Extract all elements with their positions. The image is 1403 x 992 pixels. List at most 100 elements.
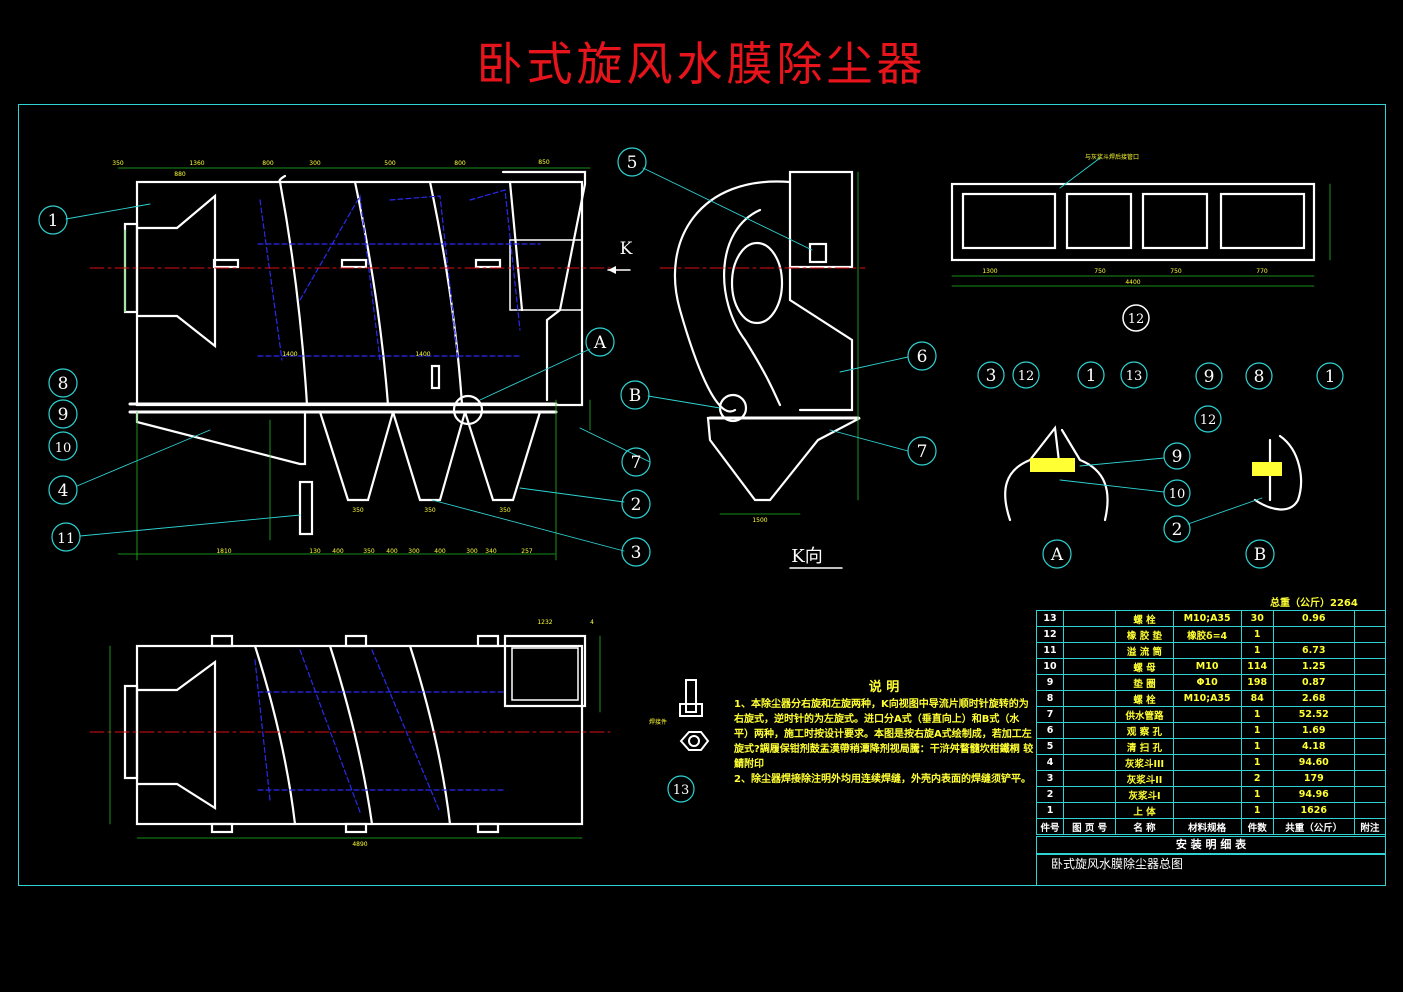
bom-header-cell: 件数 xyxy=(1240,818,1274,835)
bom-cell: 1.25 xyxy=(1272,658,1355,675)
svg-text:1360: 1360 xyxy=(189,160,204,167)
svg-text:与灰浆斗焊后接管口: 与灰浆斗焊后接管口 xyxy=(1085,153,1139,161)
bom-cell xyxy=(1062,610,1117,627)
svg-text:850: 850 xyxy=(538,159,550,166)
bom-cell: 垫 圈 xyxy=(1115,674,1174,691)
bom-cell xyxy=(1062,642,1117,659)
svg-text:300: 300 xyxy=(309,160,321,167)
note-2: 2、除尘器焊接除注明外均用连续焊缝，外壳内表面的焊缝须铲平。 xyxy=(734,774,1031,785)
callout-db-1: 1 xyxy=(1325,367,1336,387)
bom-cell xyxy=(1172,770,1242,787)
bom-cell: 4 xyxy=(1036,754,1064,771)
callout-db-9: 9 xyxy=(1204,367,1215,387)
detail-a xyxy=(1004,425,1109,522)
bom-cell: 1 xyxy=(1240,722,1274,739)
bom-cell: 84 xyxy=(1240,690,1274,707)
bom-cell: 灰浆斗I xyxy=(1115,786,1174,803)
callout-main-11: 11 xyxy=(57,531,75,547)
callout-da-1: 1 xyxy=(1086,366,1097,386)
bom-cell xyxy=(1353,642,1387,659)
callout-db-12: 12 xyxy=(1200,413,1217,428)
bom-cell: 11 xyxy=(1036,642,1064,659)
svg-text:1400: 1400 xyxy=(415,351,430,358)
bom-cell: 橡 胶 垫 xyxy=(1115,626,1174,643)
bom-cell: 6 xyxy=(1036,722,1064,739)
bom-cell: 1626 xyxy=(1272,802,1355,819)
bom-cell: 94.96 xyxy=(1272,786,1355,803)
bom-cell: 30 xyxy=(1240,610,1274,627)
bom-cell: 橡胶δ=4 xyxy=(1172,626,1242,643)
bom-cell xyxy=(1062,674,1117,691)
bom-cell xyxy=(1172,642,1242,659)
callout-db-2: 2 xyxy=(1172,520,1183,540)
bom-cell: 3 xyxy=(1036,770,1064,787)
k-view xyxy=(673,170,861,502)
bom-cell: M10;A35 xyxy=(1172,690,1242,707)
panel-item12 xyxy=(950,182,1316,262)
bom-cell: 观 察 孔 xyxy=(1115,722,1174,739)
callout-main-9: 9 xyxy=(58,405,69,425)
svg-text:880: 880 xyxy=(174,171,186,178)
bom-cell xyxy=(1062,722,1117,739)
bom-cell xyxy=(1062,802,1117,819)
plan-view xyxy=(123,634,587,834)
svg-text:4: 4 xyxy=(590,619,594,626)
bom-cell xyxy=(1353,690,1387,707)
item12-label: 12 xyxy=(1128,312,1145,327)
svg-text:340: 340 xyxy=(485,548,497,555)
svg-text:1300: 1300 xyxy=(982,268,997,275)
bom-cell xyxy=(1172,722,1242,739)
bom-cell xyxy=(1353,738,1387,755)
bom-cell: 1 xyxy=(1240,642,1274,659)
bom-cell: 5 xyxy=(1036,738,1064,755)
bom-cell: 上 体 xyxy=(1115,802,1174,819)
bom-cell: M10 xyxy=(1172,658,1242,675)
svg-text:焊接件: 焊接件 xyxy=(649,718,667,726)
bom-cell xyxy=(1062,738,1117,755)
bom-cell: 2 xyxy=(1036,786,1064,803)
bom-cell xyxy=(1353,754,1387,771)
drawing-title: 卧式旋风水膜除尘器 xyxy=(476,37,927,91)
bom-cell: 溢 流 筒 xyxy=(1115,642,1174,659)
bom-cell xyxy=(1172,754,1242,771)
bom-cell: 9 xyxy=(1036,674,1064,691)
bom-cell xyxy=(1062,658,1117,675)
callout-side-7: 7 xyxy=(917,442,928,462)
bom-cell: 1 xyxy=(1036,802,1064,819)
bom-header-cell: 材料规格 xyxy=(1172,818,1242,835)
bom-cell xyxy=(1353,802,1387,819)
bom-cell: 1.69 xyxy=(1272,722,1355,739)
callout-12-panel xyxy=(1122,304,1150,332)
callout-da-9: 9 xyxy=(1172,447,1183,467)
bom-cell: 螺 栓 xyxy=(1115,690,1174,707)
bom-cell: 供水管路 xyxy=(1115,706,1174,723)
svg-text:800: 800 xyxy=(262,160,274,167)
bom-cell xyxy=(1353,610,1387,627)
svg-text:257: 257 xyxy=(521,548,533,555)
svg-text:300: 300 xyxy=(408,548,420,555)
svg-text:800: 800 xyxy=(454,160,466,167)
bom-header-row: 件号图 页 号名 称材料规格件数共重（公斤）附注 xyxy=(1036,818,1387,835)
bom-cell xyxy=(1062,626,1117,643)
bom-header-cell: 图 页 号 xyxy=(1062,818,1117,835)
callout-main-A: A xyxy=(593,333,607,353)
bom-cell: 7 xyxy=(1036,706,1064,723)
bom-cell xyxy=(1062,690,1117,707)
bom-cell xyxy=(1353,706,1387,723)
svg-text:400: 400 xyxy=(386,548,398,555)
bom-cell: 1 xyxy=(1240,626,1274,643)
bom-cell xyxy=(1353,626,1387,643)
callout-side-5: 5 xyxy=(627,153,638,173)
bom-cell: Φ10 xyxy=(1172,674,1242,691)
callout-da-13: 13 xyxy=(1126,369,1143,384)
bom-cell: 179 xyxy=(1272,770,1355,787)
callout-da-10: 10 xyxy=(1169,487,1186,502)
